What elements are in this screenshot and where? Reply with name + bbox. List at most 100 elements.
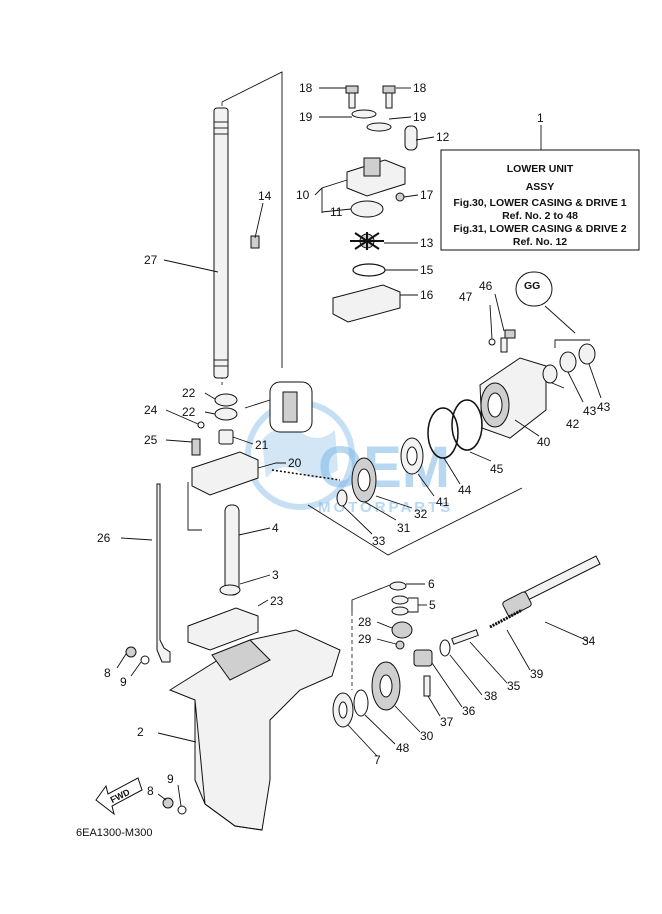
- shim-6: [389, 581, 407, 591]
- bolt-18-right: [382, 85, 396, 109]
- callout-46: 46: [479, 279, 493, 293]
- shift-cam-link: [271, 469, 341, 481]
- fwd-direction-badge: FWD: [95, 777, 143, 816]
- plate-19-left: [351, 109, 377, 119]
- bolt-46: [500, 329, 516, 353]
- diagram-code: 6EA1300-M300: [76, 827, 152, 839]
- callout-3: 3: [272, 568, 279, 582]
- cross-pin-37: [423, 675, 431, 697]
- callout-33: 33: [372, 534, 386, 548]
- info-line-6: Ref. No. 12: [513, 236, 567, 248]
- callout-19: 19: [299, 110, 313, 124]
- insert-cartridge-12: [404, 125, 418, 151]
- drive-shaft-tube-4: [224, 504, 240, 596]
- callout-26: 26: [97, 531, 111, 545]
- gasket-23: [187, 607, 259, 651]
- pump-housing-top: [363, 157, 381, 177]
- callout-18: 18: [413, 81, 427, 95]
- pinion-gear-28: [391, 621, 413, 639]
- dog-clutch-36: [413, 649, 433, 667]
- bushing-3: [219, 584, 241, 596]
- shim-33: [336, 489, 348, 507]
- cross-pin-ring-38: [439, 639, 451, 657]
- callout-16: 16: [420, 288, 434, 302]
- shift-rod-housing-20: [191, 451, 259, 496]
- callout-8: 8: [104, 666, 111, 680]
- callout-43: 43: [597, 400, 611, 414]
- oil-seal-43-a: [559, 351, 577, 373]
- screw-8-upper: [125, 646, 137, 658]
- callout-47: 47: [459, 290, 473, 304]
- callout-8: 8: [147, 784, 154, 798]
- o-ring-44: [427, 407, 459, 459]
- oil-seal-42: [542, 364, 558, 384]
- callout-11: 11: [330, 205, 343, 219]
- gasket-15: [352, 263, 386, 277]
- o-ring-45: [451, 399, 483, 451]
- callout-43: 43: [583, 404, 597, 418]
- callout-10: 10: [296, 188, 310, 202]
- info-line-4: Ref. No. 2 to 48: [502, 210, 578, 222]
- oil-seal-43-b: [578, 343, 596, 365]
- callout-40: 40: [537, 435, 551, 449]
- callout-15: 15: [420, 263, 434, 277]
- callout-44: 44: [458, 483, 472, 497]
- callout-35: 35: [507, 679, 521, 693]
- oem-motorparts-watermark: OEM MOTORPARTS: [245, 400, 450, 516]
- callout-48: 48: [396, 741, 410, 755]
- washer-9-lower: [177, 805, 187, 815]
- callout-numbers: 18 18 19 19 12 10 17 11 14 27 13 15 16 4…: [97, 81, 611, 798]
- thrust-bearing-5-a: [391, 595, 409, 605]
- callout-6: 6: [428, 577, 435, 591]
- callout-5: 5: [429, 598, 436, 612]
- callout-25: 25: [144, 433, 158, 447]
- callout-29: 29: [358, 632, 372, 646]
- info-line-5: Fig.31, LOWER CASING & DRIVE 2: [453, 223, 626, 235]
- oil-seal-22-upper: [214, 393, 238, 407]
- callout-19: 19: [413, 110, 427, 124]
- pump-housing-10: [346, 159, 406, 197]
- nut-29: [395, 640, 405, 650]
- watermark-word: OEM: [318, 435, 450, 500]
- shim-48: [353, 689, 369, 717]
- callout-37: 37: [440, 715, 454, 729]
- drive-shaft: [213, 107, 229, 379]
- callout-22: 22: [182, 405, 196, 419]
- lower-casing: [168, 629, 341, 831]
- screw-8-lower: [162, 797, 174, 809]
- washer-9-upper: [140, 655, 150, 665]
- oil-seal-22-lower: [214, 407, 238, 421]
- callout-41: 41: [436, 495, 450, 509]
- spring-39: [489, 608, 523, 629]
- o-ring-24: [197, 421, 205, 429]
- bushing-21: [218, 429, 234, 445]
- outer-plate-16: [332, 284, 401, 323]
- callout-32: 32: [414, 507, 428, 521]
- callout-45: 45: [490, 462, 504, 476]
- callout-28: 28: [358, 615, 372, 629]
- callout-17: 17: [420, 188, 434, 202]
- callout-23: 23: [270, 594, 284, 608]
- callout-31: 31: [397, 521, 411, 535]
- callout-21: 21: [255, 438, 269, 452]
- callout-39: 39: [530, 667, 544, 681]
- callout-36: 36: [462, 704, 476, 718]
- pump-group-bracket: [221, 71, 283, 385]
- callout-12: 12: [436, 130, 450, 144]
- forward-gear-30: [371, 661, 401, 711]
- info-line-3: Fig.30, LOWER CASING & DRIVE 1: [453, 197, 626, 209]
- dowel-pin-17: [395, 192, 405, 202]
- callout-14: 14: [258, 189, 272, 203]
- reverse-gear-31: [351, 457, 377, 503]
- callout-24: 24: [144, 403, 158, 417]
- insert-11: [350, 200, 384, 218]
- callout-30: 30: [420, 729, 434, 743]
- leader-lines: [116, 87, 602, 807]
- propeller-shaft-34: [502, 555, 601, 617]
- grease-detail-callout: [515, 271, 553, 307]
- shift-rod-26: [156, 483, 171, 663]
- washer-47: [488, 338, 496, 346]
- callout-38: 38: [484, 689, 498, 703]
- grease-badge: GG: [524, 280, 540, 292]
- callout-22: 22: [182, 386, 196, 400]
